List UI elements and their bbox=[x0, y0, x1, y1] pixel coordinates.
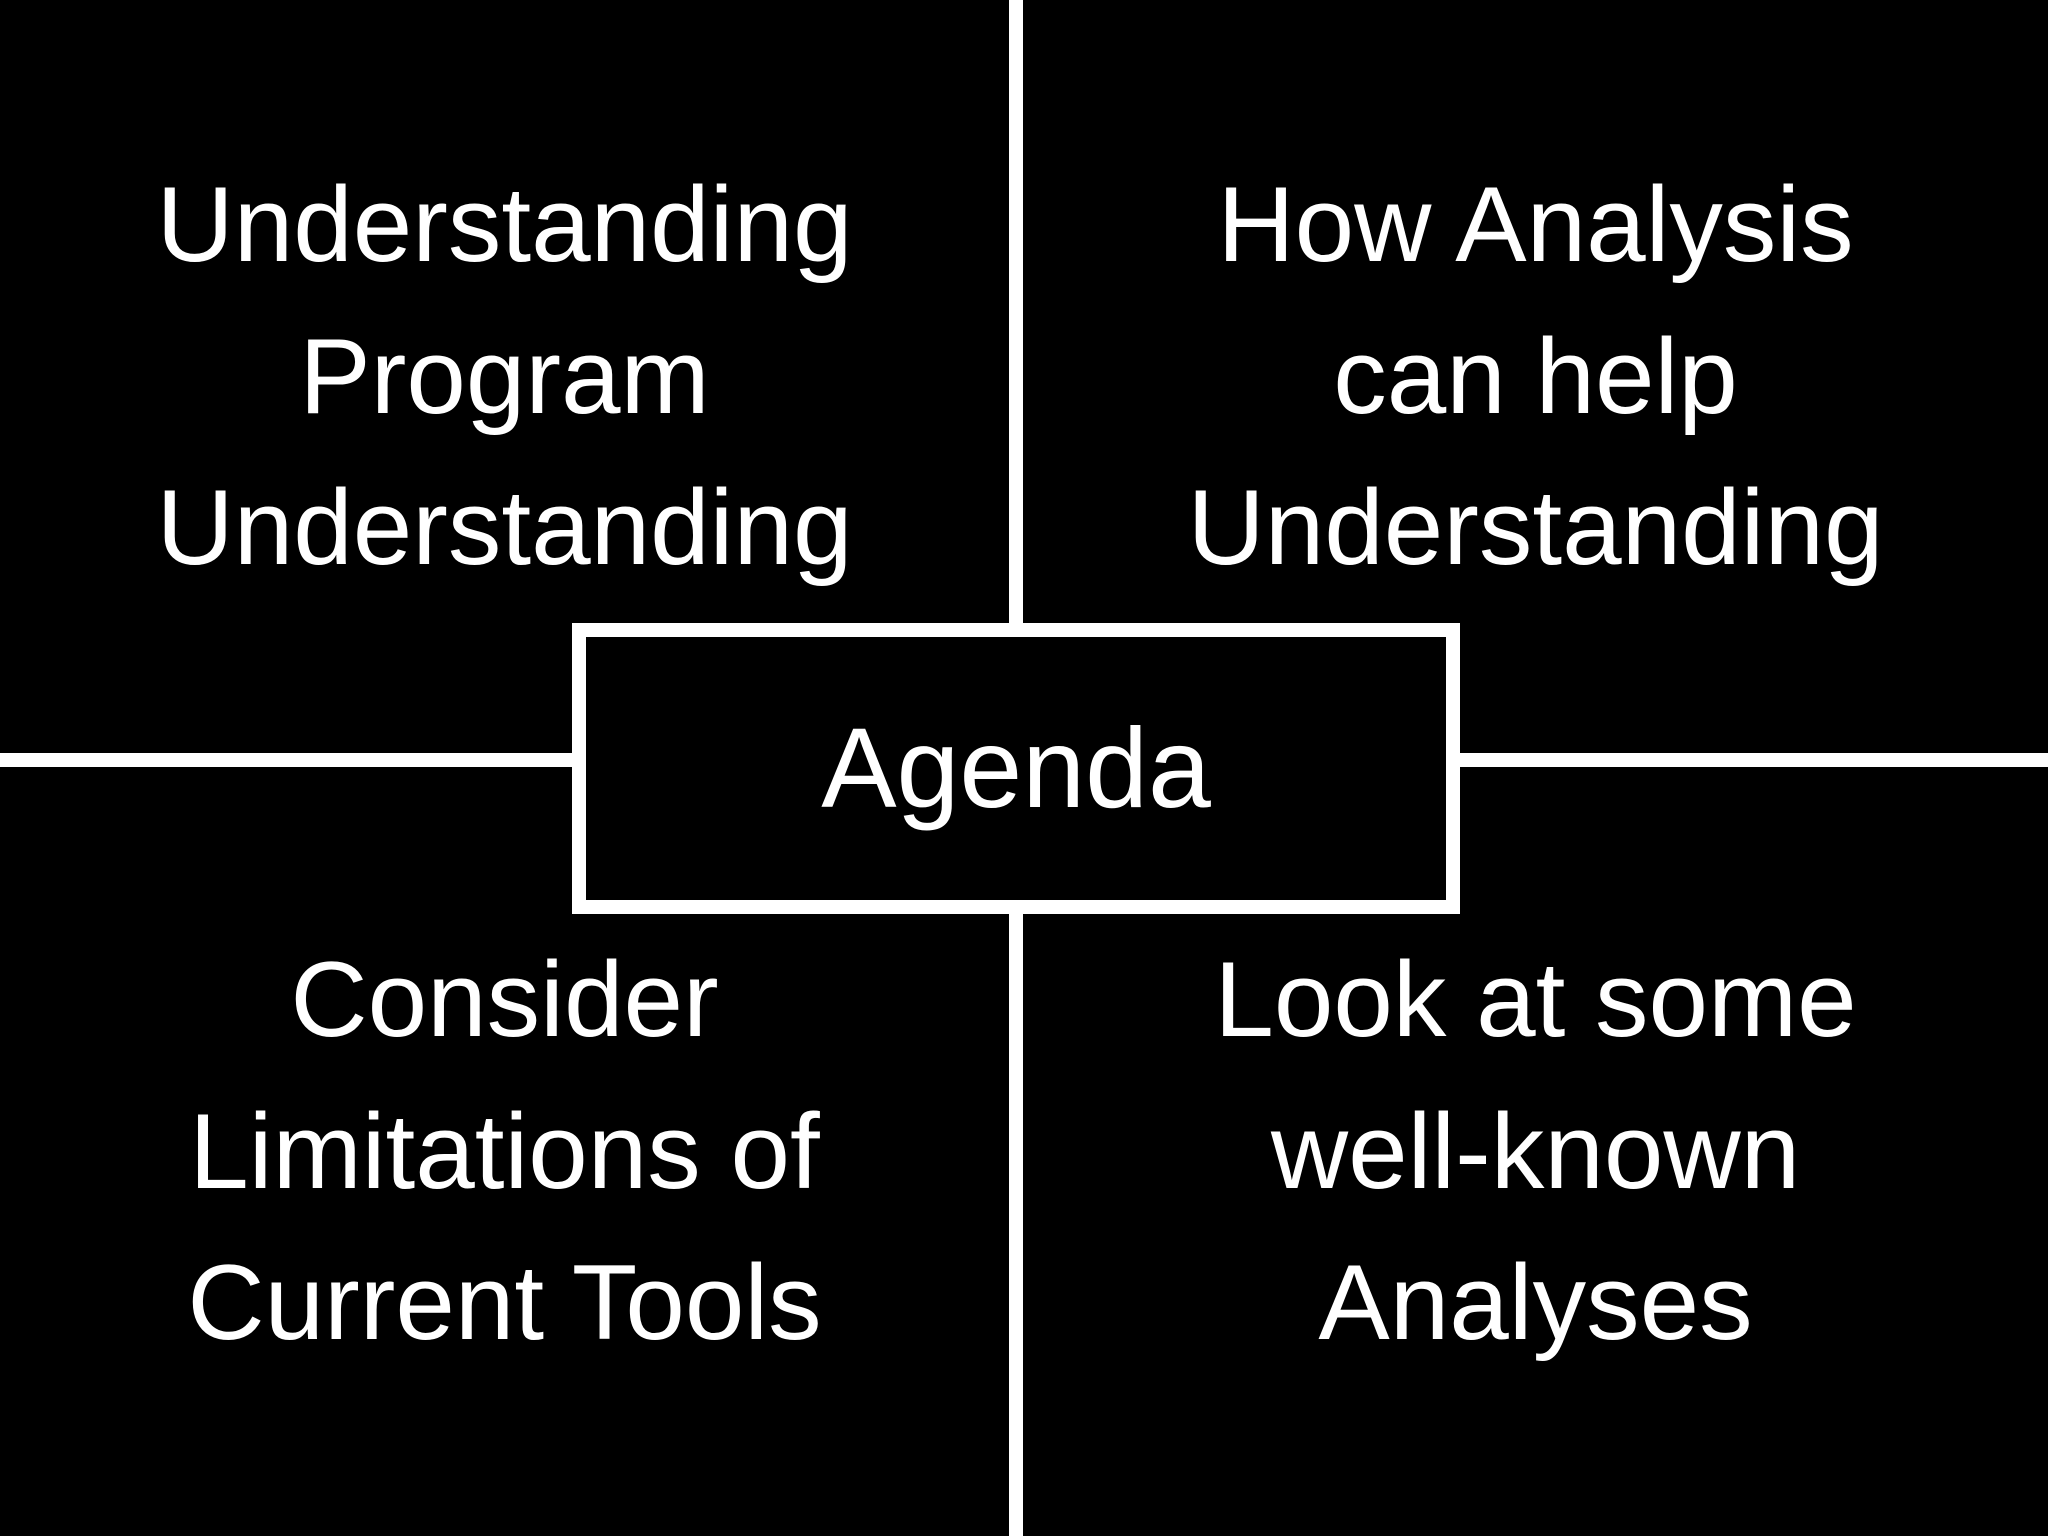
text-line: Consider bbox=[290, 938, 719, 1059]
text-line: well-known bbox=[1270, 1090, 1801, 1211]
text-line: How Analysis bbox=[1217, 163, 1854, 284]
text-line: Look at some bbox=[1214, 938, 1857, 1059]
text-line: Program bbox=[299, 315, 710, 436]
text-line: Current Tools bbox=[187, 1242, 822, 1363]
quadrant-top-left-text: Understanding Program Understanding bbox=[157, 149, 853, 605]
text-line: Understanding bbox=[1187, 467, 1884, 588]
quadrant-top-right: How Analysis can help Understanding bbox=[1023, 0, 2048, 753]
text-line: can help bbox=[1333, 315, 1738, 436]
quadrant-bottom-right-text: Look at some well-known Analyses bbox=[1214, 924, 1856, 1380]
text-line: Limitations of bbox=[189, 1090, 820, 1211]
agenda-center-box: Agenda bbox=[572, 623, 1460, 914]
quadrant-bottom-left: Consider Limitations of Current Tools bbox=[0, 767, 1009, 1536]
quadrant-top-right-text: How Analysis can help Understanding bbox=[1188, 149, 1884, 605]
quadrant-top-left: Understanding Program Understanding bbox=[0, 0, 1009, 753]
text-line: Understanding bbox=[156, 467, 853, 588]
text-line: Understanding bbox=[156, 163, 853, 284]
text-line: Analyses bbox=[1318, 1242, 1753, 1363]
quadrant-bottom-right: Look at some well-known Analyses bbox=[1023, 767, 2048, 1536]
agenda-title: Agenda bbox=[821, 705, 1211, 831]
quadrant-bottom-left-text: Consider Limitations of Current Tools bbox=[187, 924, 821, 1380]
